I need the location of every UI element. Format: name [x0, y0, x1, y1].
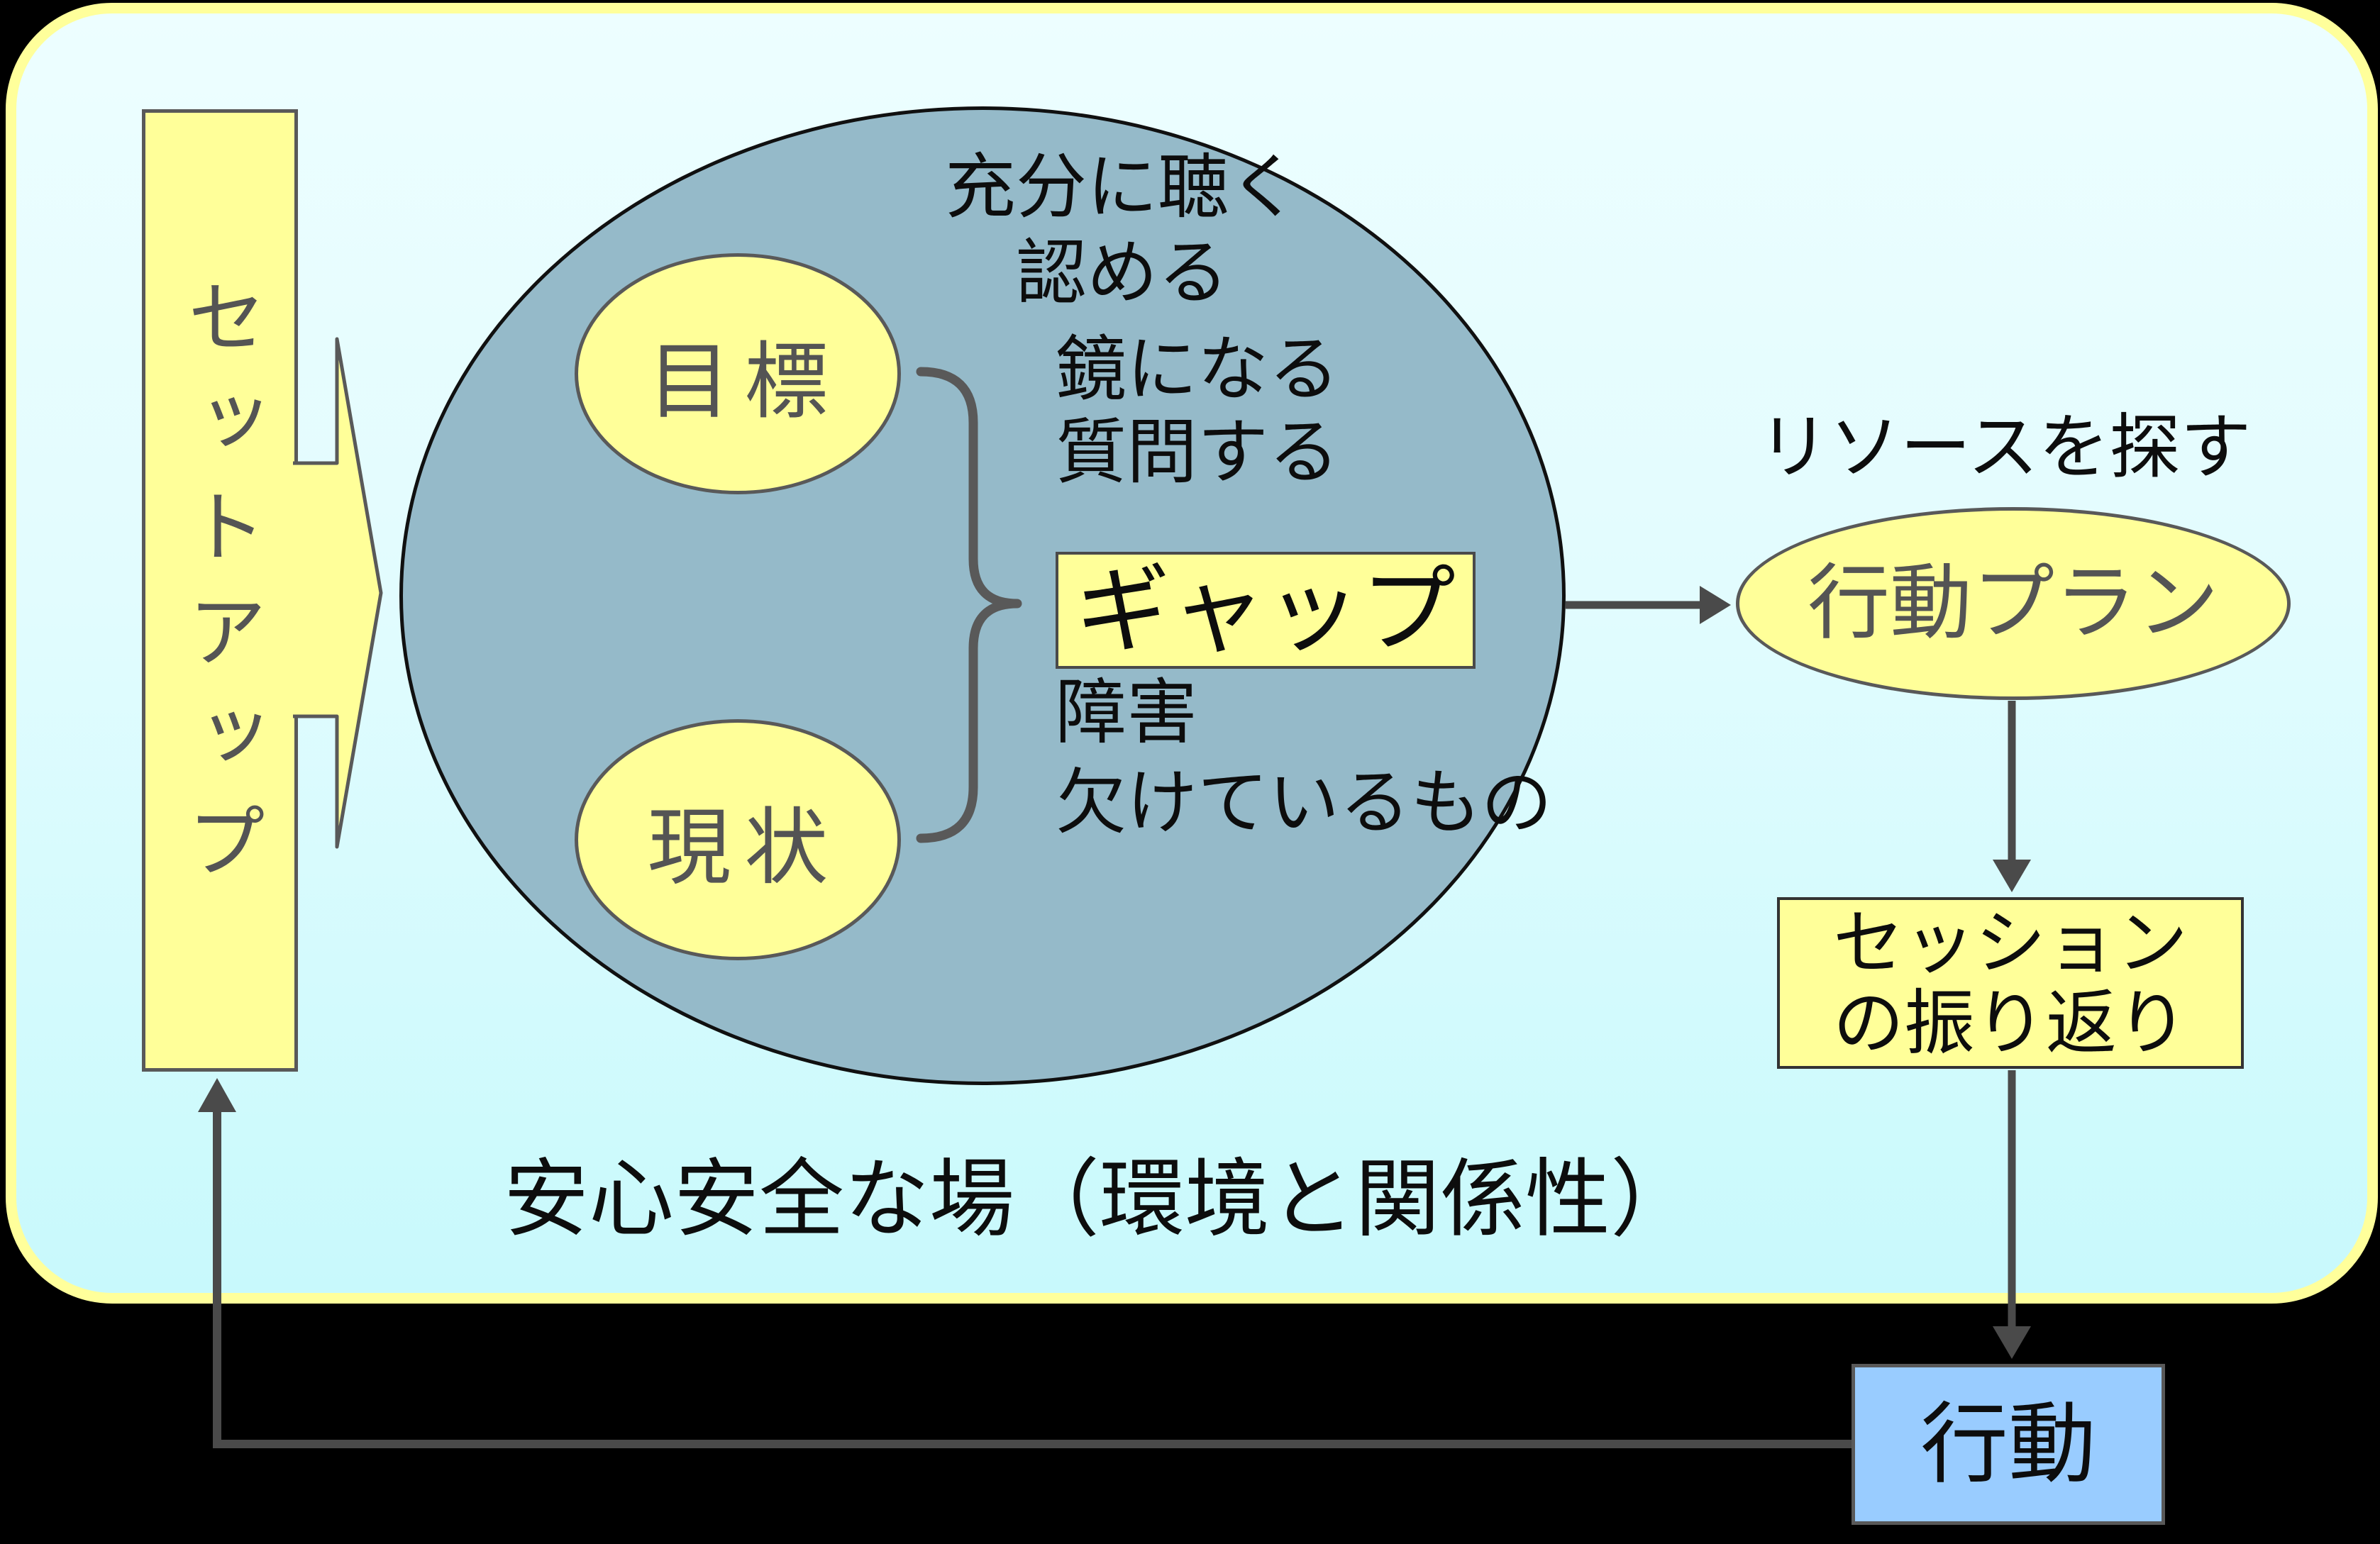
action-label: 行動 [1920, 1393, 2096, 1496]
gap-box: ギャップ [1056, 552, 1476, 669]
action-box: 行動 [1852, 1364, 2165, 1525]
mirror-note-line1: 鏡になる [1056, 328, 1339, 411]
listen-note-line2: 認める [1016, 231, 1229, 314]
obstacle-note-line2: 欠けているもの [1056, 761, 1552, 844]
listen-note: 充分に聴く 認める [768, 144, 1477, 316]
mirror-note-line2: 質問する [1056, 411, 1339, 494]
action-plan-label: 行動プラン [1808, 555, 2219, 651]
mirror-note: 鏡になる 質問する [1056, 328, 1339, 494]
setup-label: セットアップ [174, 275, 266, 906]
action-plan-ellipse: 行動プラン [1736, 507, 2291, 700]
setup-bar: セットアップ [142, 109, 298, 1072]
session-review-line2: の振り返り [1833, 982, 2188, 1065]
safe-space-note: 安心安全な場（環境と関係性） [504, 1150, 1695, 1249]
current-state-ellipse: 現状 [575, 719, 901, 960]
session-review-box: セッション の振り返り [1777, 897, 2244, 1069]
obstacle-note-line1: 障害 [1056, 671, 1197, 754]
arrowhead-down-icon [1993, 1326, 2031, 1359]
resource-note: リソースを探す [1758, 406, 2252, 489]
gap-label: ギャップ [1075, 555, 1456, 666]
current-state-label: 現状 [647, 798, 842, 896]
goal-label: 目標 [647, 332, 842, 431]
obstacle-note: 障害 欠けているもの [1056, 667, 1552, 848]
session-review-line1: セッション [1833, 901, 2188, 984]
listen-note-line1: 充分に聴く [945, 145, 1300, 228]
goal-ellipse: 目標 [575, 253, 901, 494]
